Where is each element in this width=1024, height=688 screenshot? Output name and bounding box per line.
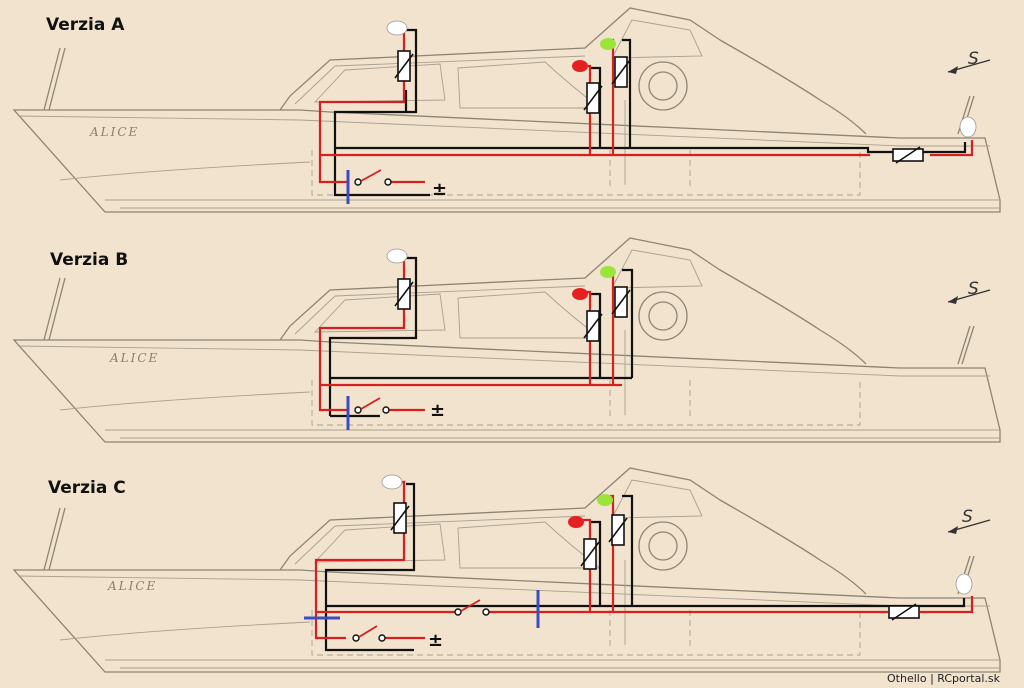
resistor-stern [888,603,920,621]
boat-drawing [13,467,1001,673]
variant-title: Verzia A [46,15,125,35]
wiring [318,26,974,197]
led-green-icon [597,494,613,506]
led-white-stern-icon [955,573,973,595]
resistor-green [608,514,628,546]
supply-terminal: ± [430,400,445,421]
led-white-mast-icon [381,474,403,490]
switch-icon [454,599,490,616]
direction-label: S [968,49,979,69]
led-white-mast-icon [386,20,408,36]
boat-name: ALICE [109,351,159,365]
resistor-green [611,56,631,88]
credit-text: Othello | RCportal.sk [887,672,1000,685]
variant-a: Verzia A ALICE S [13,7,1001,213]
boat-name: ALICE [89,125,139,139]
direction-label: S [968,279,979,299]
resistor-stern [892,146,924,164]
wiring [314,480,974,652]
direction-label: S [962,507,973,527]
switch-icon [354,169,392,186]
led-white-stern-icon [959,116,977,138]
resistor-mast [394,50,414,82]
variant-title: Verzia C [48,478,126,498]
resistor-mast [390,502,410,534]
resistor-red [583,82,603,114]
variant-c: Verzia C ALICE S [13,467,1001,673]
led-white-mast-icon [386,248,408,264]
resistor-green [611,286,631,318]
led-red-icon [572,60,588,72]
variant-b: Verzia B ALICE S ± [13,237,1001,443]
variant-title: Verzia B [50,250,128,270]
boat-drawing [13,7,1001,213]
led-green-icon [600,38,616,50]
led-red-icon [572,288,588,300]
resistor-red [580,538,600,570]
resistor-mast [394,278,414,310]
boat-name: ALICE [107,579,157,593]
led-green-icon [600,266,616,278]
switch-icon [352,625,386,642]
resistor-red [583,310,603,342]
led-red-icon [568,516,584,528]
switch-icon [354,397,390,414]
supply-terminal: ± [428,630,443,651]
boat-drawing [13,237,1001,443]
supply-terminal: ± [432,179,447,200]
